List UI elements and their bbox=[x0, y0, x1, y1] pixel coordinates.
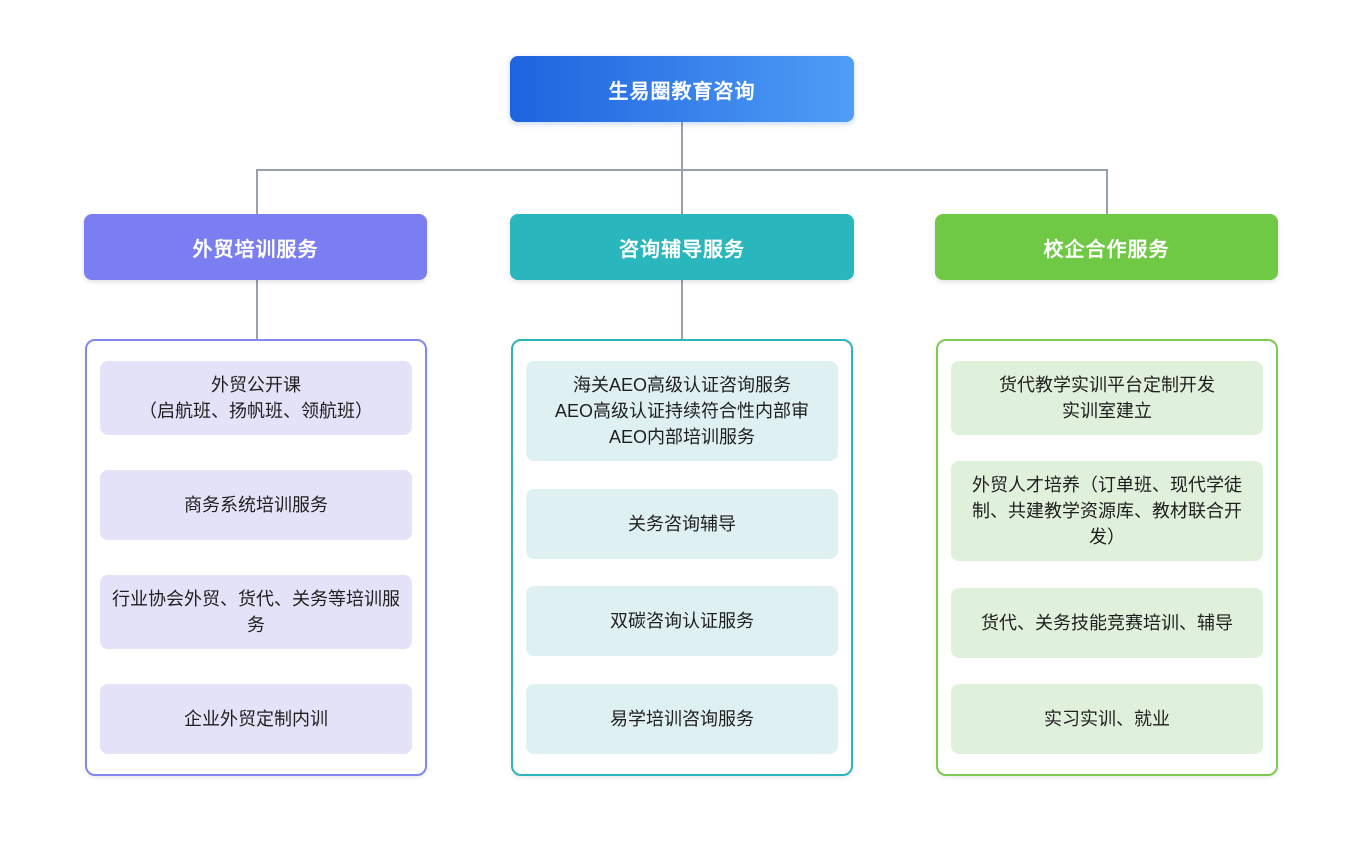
branch-header-school-enterprise: 校企合作服务 bbox=[935, 214, 1278, 280]
connector-root-vertical bbox=[681, 122, 683, 169]
service-item: 双碳咨询认证服务 bbox=[526, 586, 838, 657]
service-item: 易学培训咨询服务 bbox=[526, 683, 838, 754]
root-node: 生易圈教育咨询 bbox=[510, 56, 854, 122]
service-item: 实习实训、就业 bbox=[951, 683, 1263, 754]
branch-header-consulting-coaching: 咨询辅导服务 bbox=[510, 214, 854, 280]
branch-panel-consulting-coaching: 海关AEO高级认证咨询服务 AEO高级认证持续符合性内部审 AEO内部培训服务 … bbox=[511, 339, 853, 776]
service-item: 关务咨询辅导 bbox=[526, 488, 838, 559]
branch-header-label: 咨询辅导服务 bbox=[619, 238, 745, 261]
root-node-label: 生易圈教育咨询 bbox=[608, 80, 756, 103]
service-item: 货代教学实训平台定制开发 实训室建立 bbox=[951, 361, 1263, 435]
connector-drop-branch-2 bbox=[681, 169, 683, 214]
branch-header-label: 校企合作服务 bbox=[1043, 238, 1170, 261]
branch-panel-foreign-trade-training: 外贸公开课 （启航班、扬帆班、领航班） 商务系统培训服务 行业协会外贸、货代、关… bbox=[85, 339, 427, 776]
service-item: 行业协会外贸、货代、关务等培训服务 bbox=[100, 575, 412, 649]
connector-drop-branch-3 bbox=[1106, 169, 1108, 214]
connector-header-panel-2 bbox=[681, 280, 683, 339]
service-item: 企业外贸定制内训 bbox=[100, 684, 412, 754]
branch-panel-school-enterprise: 货代教学实训平台定制开发 实训室建立 外贸人才培养（订单班、现代学徒制、共建教学… bbox=[936, 339, 1278, 776]
service-item: 商务系统培训服务 bbox=[100, 470, 412, 540]
branch-header-label: 外贸培训服务 bbox=[192, 238, 319, 261]
connector-header-panel-1 bbox=[256, 280, 258, 339]
branch-header-foreign-trade-training: 外贸培训服务 bbox=[84, 214, 427, 280]
connector-drop-branch-1 bbox=[256, 169, 258, 214]
service-item: 海关AEO高级认证咨询服务 AEO高级认证持续符合性内部审 AEO内部培训服务 bbox=[526, 361, 838, 461]
service-item: 外贸公开课 （启航班、扬帆班、领航班） bbox=[100, 361, 412, 435]
service-item: 外贸人才培养（订单班、现代学徒制、共建教学资源库、教材联合开发） bbox=[951, 461, 1263, 562]
service-item: 货代、关务技能竞赛培训、辅导 bbox=[951, 587, 1263, 658]
